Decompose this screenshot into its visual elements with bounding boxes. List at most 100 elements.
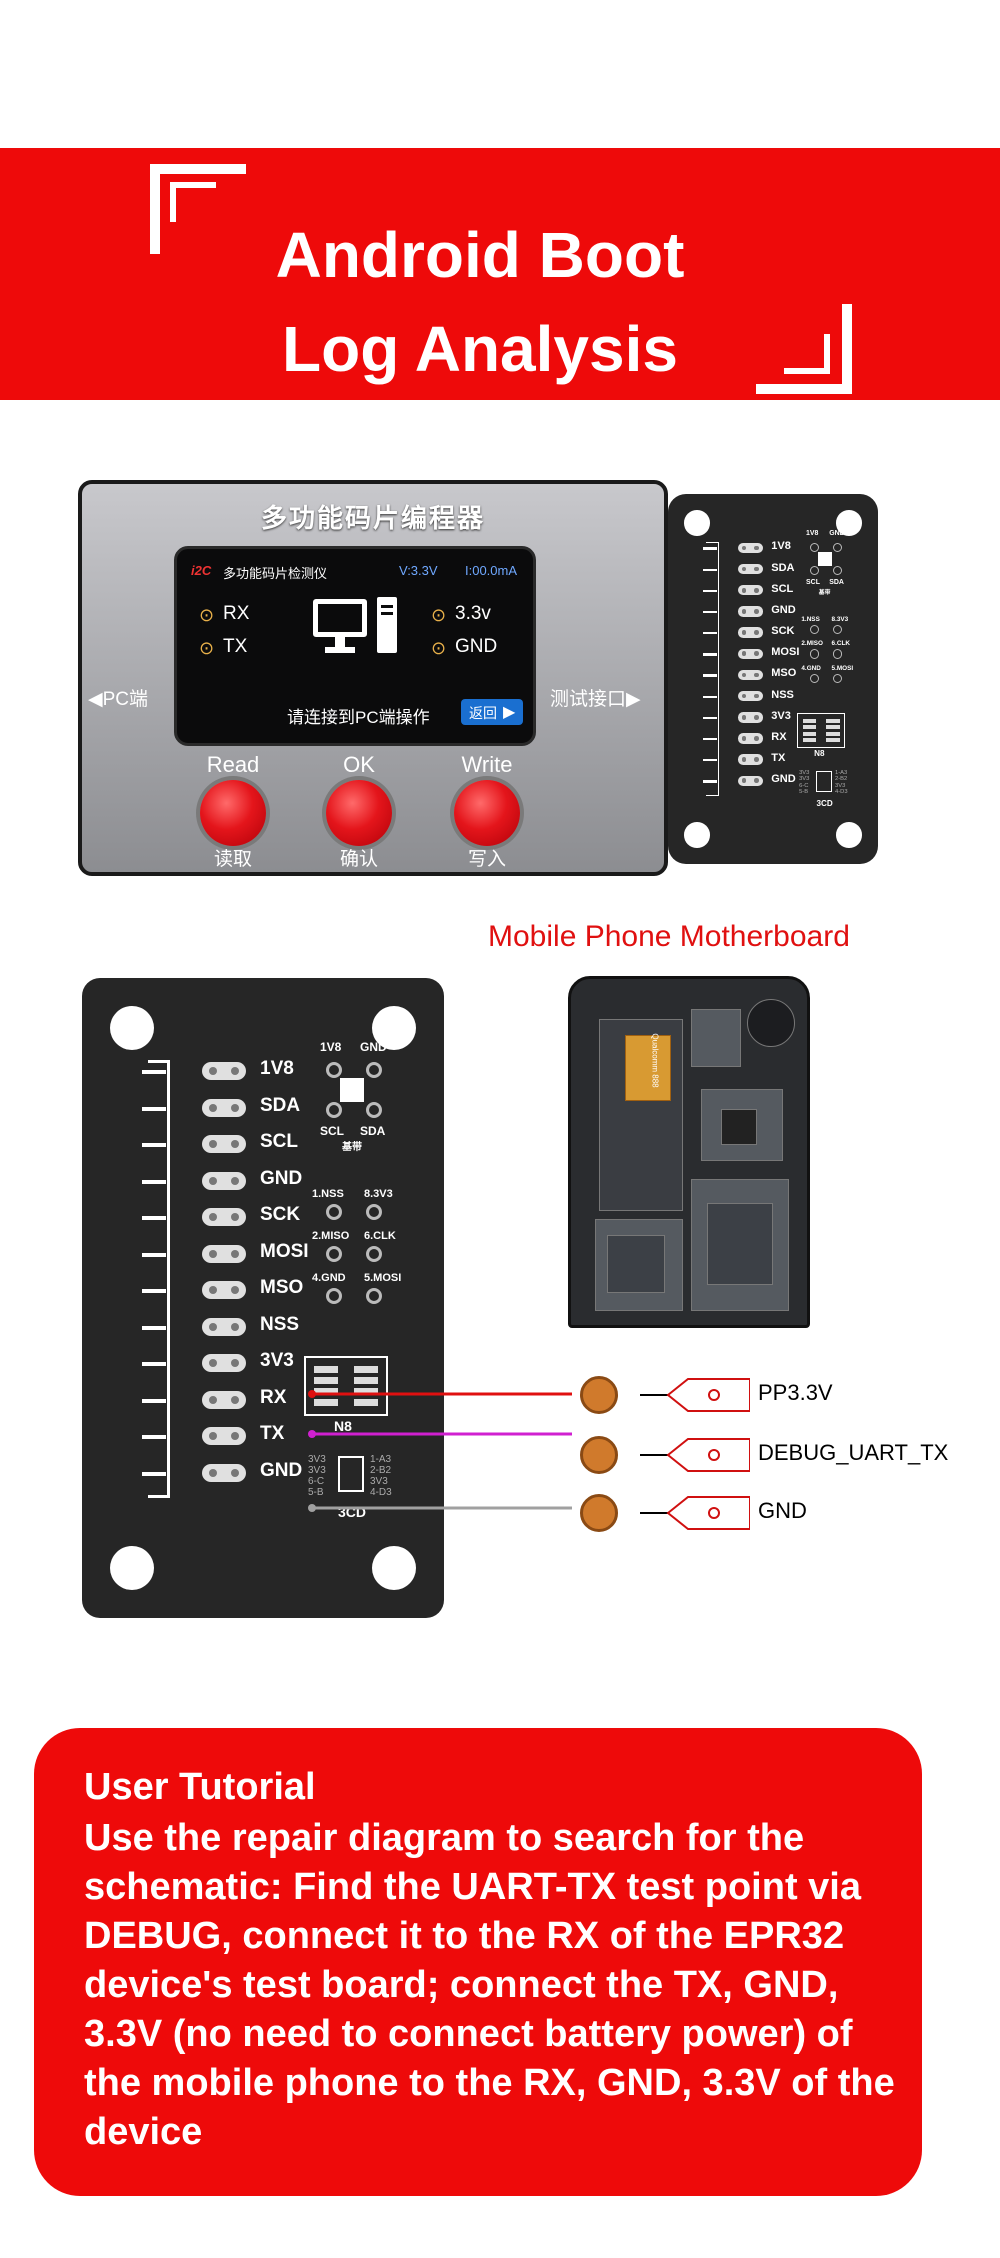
big-board-pin-label: 1V8 bbox=[260, 1058, 294, 1079]
big-board-pad-hole bbox=[209, 1322, 217, 1331]
big-board-pin-label: SCL bbox=[260, 1131, 298, 1152]
big-board-i2c-pad bbox=[366, 1062, 382, 1078]
small-board-spi-pad bbox=[832, 625, 842, 635]
small-board-pad-hole bbox=[754, 693, 760, 699]
small-board-spi-label: 8.3V3 bbox=[831, 615, 849, 623]
ok-button-sublabel: 确认 bbox=[339, 849, 378, 870]
big-board-pin-pad bbox=[202, 1062, 246, 1080]
small-board-pad-hole bbox=[754, 609, 760, 614]
banner-title-line1: Android Boot bbox=[275, 219, 685, 291]
big-board-spi-label: 6.CLK bbox=[364, 1230, 396, 1242]
big-board-n8-pad bbox=[314, 1377, 338, 1384]
small-board-pin-pad bbox=[737, 585, 764, 596]
pin-tx-indicator: ⊙ bbox=[199, 638, 215, 658]
big-board-n8-pad bbox=[314, 1366, 338, 1373]
small-board-pad-hole bbox=[741, 672, 747, 678]
small-board-connector-strip bbox=[706, 541, 720, 796]
corner-bracket-top-left bbox=[150, 164, 246, 254]
big-board-pad-hole bbox=[209, 1176, 217, 1185]
big-board-connector-pin bbox=[142, 1143, 166, 1147]
wire-rx-dot bbox=[308, 1430, 316, 1438]
big-board-i2c-pad bbox=[366, 1102, 382, 1118]
device-screen: i2C 多功能码片检测仪 V:3.3V I:00.0mA ⊙ RX ⊙ TX ⊙… bbox=[174, 546, 536, 746]
big-board-pin-label: GND bbox=[260, 1167, 303, 1189]
big-board-spi-label: 1.NSS bbox=[312, 1188, 344, 1200]
write-button-sublabel: 写入 bbox=[467, 849, 506, 870]
big-board-spi-label: 5.MOSI bbox=[364, 1272, 402, 1284]
small-board-i2c-gnd: GND bbox=[829, 529, 845, 537]
small-board-3cd-right-label: 1-A3 bbox=[835, 770, 848, 777]
small-board-pad-hole bbox=[741, 545, 747, 551]
tutorial-title: User Tutorial bbox=[84, 1766, 316, 1808]
big-board-pin-label: NSS bbox=[260, 1313, 300, 1335]
big-board-spi-pad bbox=[326, 1246, 342, 1262]
big-board-pad-hole bbox=[231, 1395, 239, 1404]
small-board-i2c-pad bbox=[832, 565, 842, 576]
small-board-pin-pad bbox=[737, 606, 764, 617]
small-board-n8-pad bbox=[802, 725, 817, 730]
small-board-connector-pin bbox=[702, 653, 717, 656]
big-board-n8-label: N8 bbox=[334, 1418, 352, 1434]
screen-message: 请连接到PC端操作 bbox=[287, 708, 430, 727]
big-board-pin-pad bbox=[202, 1463, 246, 1482]
small-board-n8-pad bbox=[825, 725, 840, 730]
small-board-pin-label: GND bbox=[771, 603, 796, 616]
small-board-3cd-left-label: 3V3 bbox=[799, 770, 810, 777]
big-board-connector-pin bbox=[142, 1289, 166, 1293]
title-banner: Android Boot Log Analysis bbox=[0, 148, 1000, 400]
small-board-spi-pad bbox=[809, 649, 819, 659]
soc-chip: Qualcomm 888 bbox=[625, 1033, 671, 1101]
big-board-i2c-note: 基带 bbox=[342, 1142, 362, 1153]
ok-button[interactable] bbox=[326, 780, 392, 846]
small-board-pin-pad bbox=[737, 669, 764, 681]
big-board-i2c-pad bbox=[326, 1102, 342, 1118]
small-board-pin-label: 3V3 bbox=[771, 709, 791, 722]
big-board-n8-pad bbox=[314, 1388, 338, 1395]
voltage-readout: V:3.3V bbox=[399, 563, 438, 578]
big-board-pad-hole bbox=[231, 1432, 239, 1440]
small-board-i2c-note: 基带 bbox=[818, 589, 831, 596]
big-board-pad-hole bbox=[209, 1395, 217, 1404]
banner-title-line2: Log Analysis bbox=[282, 313, 678, 385]
device-title: 多功能码片编程器 bbox=[260, 503, 485, 533]
read-button[interactable] bbox=[200, 780, 266, 846]
small-board-connector-pin bbox=[702, 610, 717, 614]
small-board-pad-hole bbox=[754, 651, 760, 657]
big-board-pad-hole bbox=[209, 1140, 217, 1148]
small-board-i2c-sda: SDA bbox=[829, 578, 844, 586]
small-board-pin-pad bbox=[737, 648, 764, 659]
big-board-mount-hole bbox=[372, 1546, 416, 1590]
small-board-i2c-pad bbox=[832, 542, 842, 552]
back-button[interactable]: 返回 ▶ bbox=[461, 699, 523, 725]
big-board-pad-hole bbox=[231, 1249, 239, 1258]
big-board-pin-label: MOSI bbox=[260, 1240, 309, 1262]
small-board-i2c-pad bbox=[809, 542, 819, 552]
small-board-pad-hole bbox=[741, 736, 747, 741]
big-board-pin-label: SDA bbox=[260, 1094, 301, 1116]
big-board-n8-pad bbox=[354, 1388, 378, 1395]
big-board-spi-pad bbox=[326, 1204, 342, 1220]
small-board-spi-label: 6.CLK bbox=[831, 640, 850, 648]
small-board-pad-hole bbox=[754, 587, 760, 593]
small-board-connector-pin bbox=[702, 759, 717, 762]
write-button[interactable] bbox=[454, 780, 520, 846]
small-board-3cd-left-label: 3V3 bbox=[799, 776, 810, 783]
big-board-3cd-right-label: 3V3 bbox=[370, 1476, 388, 1487]
small-board-i2c-scl: SCL bbox=[806, 578, 820, 586]
connection-wires bbox=[308, 1390, 572, 1512]
small-board-i2c-pad bbox=[809, 565, 819, 576]
big-board-3cd-left-label: 3V3 bbox=[308, 1454, 326, 1465]
small-board-3cd-label: 3CD bbox=[816, 799, 833, 809]
small-board-3cd-right-label: 4-D3 bbox=[835, 789, 848, 796]
small-board-i2c-1v8: 1V8 bbox=[806, 529, 819, 537]
small-board-connector-pin bbox=[702, 695, 717, 698]
big-board-3cd-right-label: 2-B2 bbox=[370, 1465, 392, 1476]
small-board-pin-label: 1V8 bbox=[771, 540, 791, 553]
big-board-pin-pad bbox=[202, 1354, 246, 1372]
small-board-mount-hole bbox=[836, 510, 862, 536]
small-board-pin-pad bbox=[737, 690, 764, 702]
big-board-pad-hole bbox=[209, 1468, 217, 1477]
big-board-connector-pin bbox=[142, 1070, 166, 1074]
small-board-3cd-socket bbox=[816, 771, 832, 793]
